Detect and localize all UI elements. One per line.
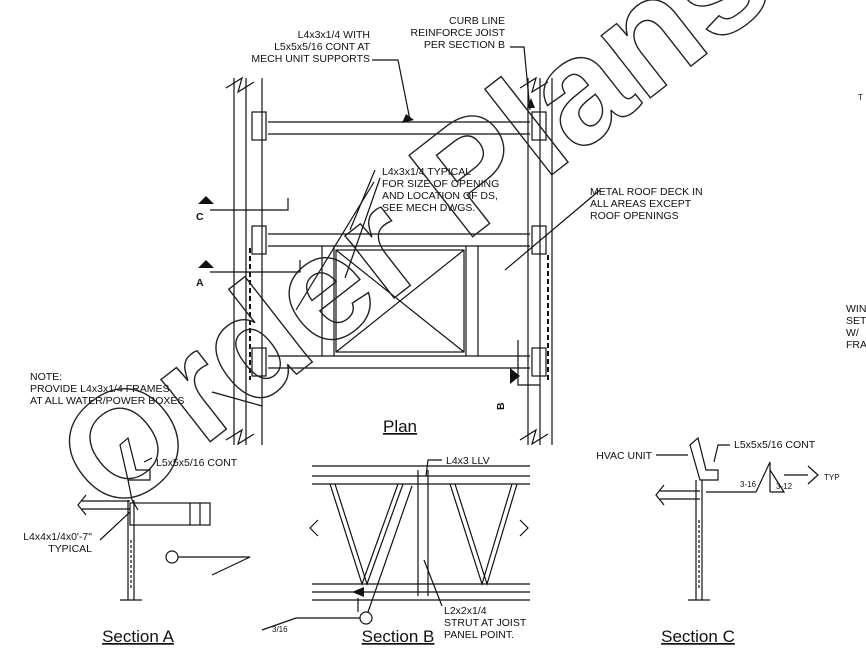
section-a-callouts: L5x5x5/16 CONT L4x4x1/4x0'-7" TYPICAL Se… (23, 457, 237, 646)
edge-t-char: T (858, 93, 863, 102)
section-b-callouts: L4x3 LLV L2x2x1/4 STRUT AT JOIST PANEL P… (272, 455, 527, 646)
section-b-strut-line-1: L2x2x1/4 (444, 605, 487, 617)
section-c-weld-tail: TYP (824, 473, 840, 482)
edge-fragment-3: W/ (846, 327, 859, 339)
typical-frame-line-4: SEE MECH DWGS. (382, 202, 475, 214)
typical-frame-line-3: AND LOCATION OF DS, (382, 190, 498, 202)
curb-line-line-2: REINFORCE JOIST (410, 27, 505, 39)
curb-line-line-3: PER SECTION B (424, 39, 505, 51)
section-marker-b: B (495, 402, 507, 410)
plan-title: Plan (383, 417, 417, 436)
mech-supports-line-3: MECH UNIT SUPPORTS (251, 53, 370, 65)
section-b-strut-line-2: STRUT AT JOIST (444, 617, 527, 629)
section-b-title: Section B (362, 627, 435, 646)
edge-fragment-4: FRA (846, 339, 866, 351)
section-c-title: Section C (661, 627, 735, 646)
section-marker-c: C (196, 211, 204, 223)
section-b-llv: L4x3 LLV (446, 455, 490, 467)
section-b (261, 459, 530, 631)
section-c-hvac: HVAC UNIT (596, 450, 652, 462)
curb-line-line-1: CURB LINE (449, 15, 505, 27)
section-a-typical-line-1: L4x4x1/4x0'-7" (23, 531, 92, 543)
section-c-weld-left: 3-16 (740, 480, 757, 489)
roof-deck-line-1: METAL ROOF DECK IN (590, 186, 703, 198)
note-line-1: PROVIDE L4x3x1/4 FRAMES (30, 383, 169, 395)
section-c-callouts: HVAC UNIT L5x5x5/16 CONT 3-16 3-12 TYP S… (596, 439, 839, 646)
section-c (655, 436, 819, 601)
typical-frame-line-1: L4x3x1/4 TYPICAL (382, 166, 471, 178)
edge-fragment-1: WIN (846, 303, 866, 315)
edge-text: T WIN SET W/ FRA (846, 93, 866, 351)
mech-supports-line-1: L4x3x1/4 WITH (298, 29, 370, 41)
section-marker-a: A (196, 277, 204, 289)
roof-deck-line-2: ALL AREAS EXCEPT (590, 198, 692, 210)
plan-view (210, 46, 601, 446)
section-a-cont-angle: L5x5x5/16 CONT (156, 457, 238, 469)
typical-frame-line-2: FOR SIZE OF OPENING (382, 178, 499, 190)
section-a-typical-line-2: TYPICAL (48, 543, 92, 555)
note-line-2: AT ALL WATER/POWER BOXES (30, 395, 184, 407)
section-b-weld: 3/16 (272, 625, 288, 634)
section-c-weld-right: 3-12 (776, 482, 793, 491)
roof-deck-line-3: ROOF OPENINGS (590, 210, 679, 222)
section-b-strut-line-3: PANEL POINT. (444, 629, 514, 641)
note-heading: NOTE: (30, 371, 62, 383)
watermark-text: Order Plans (26, 0, 800, 545)
plan-callouts: L4x3x1/4 WITH L5x5x5/16 CONT AT MECH UNI… (30, 15, 703, 436)
section-a-title: Section A (102, 627, 174, 646)
section-a (77, 436, 251, 601)
mech-supports-line-2: L5x5x5/16 CONT AT (274, 41, 370, 53)
section-c-cont-angle: L5x5x5/16 CONT (734, 439, 816, 451)
edge-fragment-2: SET (846, 315, 866, 327)
